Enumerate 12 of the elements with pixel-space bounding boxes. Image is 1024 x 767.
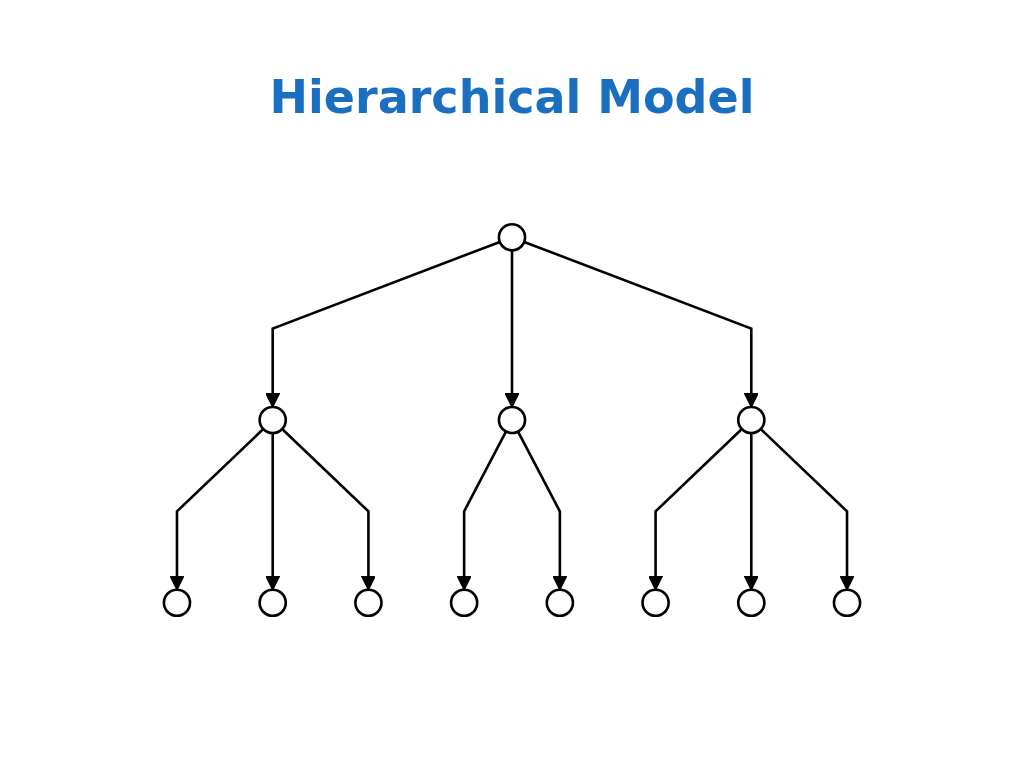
arrow: [281, 428, 377, 591]
arrow: [456, 430, 508, 591]
arrow: [265, 433, 281, 591]
arrow: [743, 433, 759, 591]
arrow: [523, 240, 759, 408]
arrow: [169, 428, 265, 591]
arrow: [516, 430, 568, 591]
diagram-title: Hierarchical Model: [268, 70, 756, 124]
arrow: [647, 428, 743, 591]
arrow: [265, 240, 501, 408]
arrow: [759, 428, 855, 591]
arrow: [504, 250, 520, 408]
